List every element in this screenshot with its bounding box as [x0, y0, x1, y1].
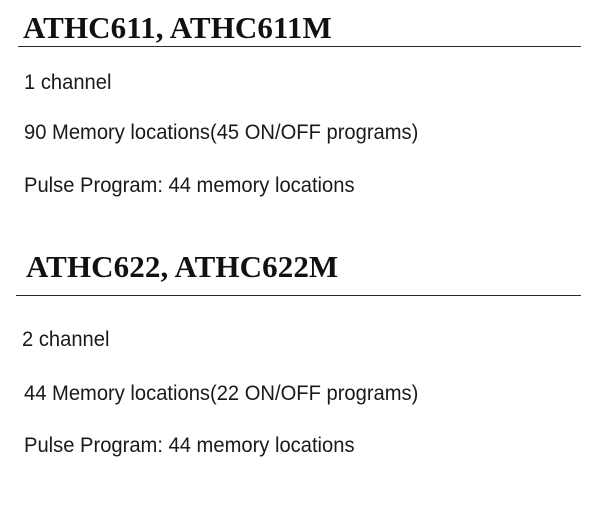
spec-line-channels: 1 channel: [24, 71, 112, 94]
spec-line-memory: 44 Memory locations(22 ON/OFF programs): [24, 382, 419, 405]
section-divider: [18, 46, 581, 47]
section-heading: ATHC622, ATHC622M: [26, 249, 339, 284]
spec-line-channels: 2 channel: [22, 328, 110, 351]
section-divider: [16, 295, 581, 296]
spec-line-memory: 90 Memory locations(45 ON/OFF programs): [24, 121, 419, 144]
section-heading: ATHC611, ATHC611M: [23, 10, 332, 45]
spec-line-pulse-program: Pulse Program: 44 memory locations: [24, 174, 355, 197]
spec-line-pulse-program: Pulse Program: 44 memory locations: [24, 434, 355, 457]
